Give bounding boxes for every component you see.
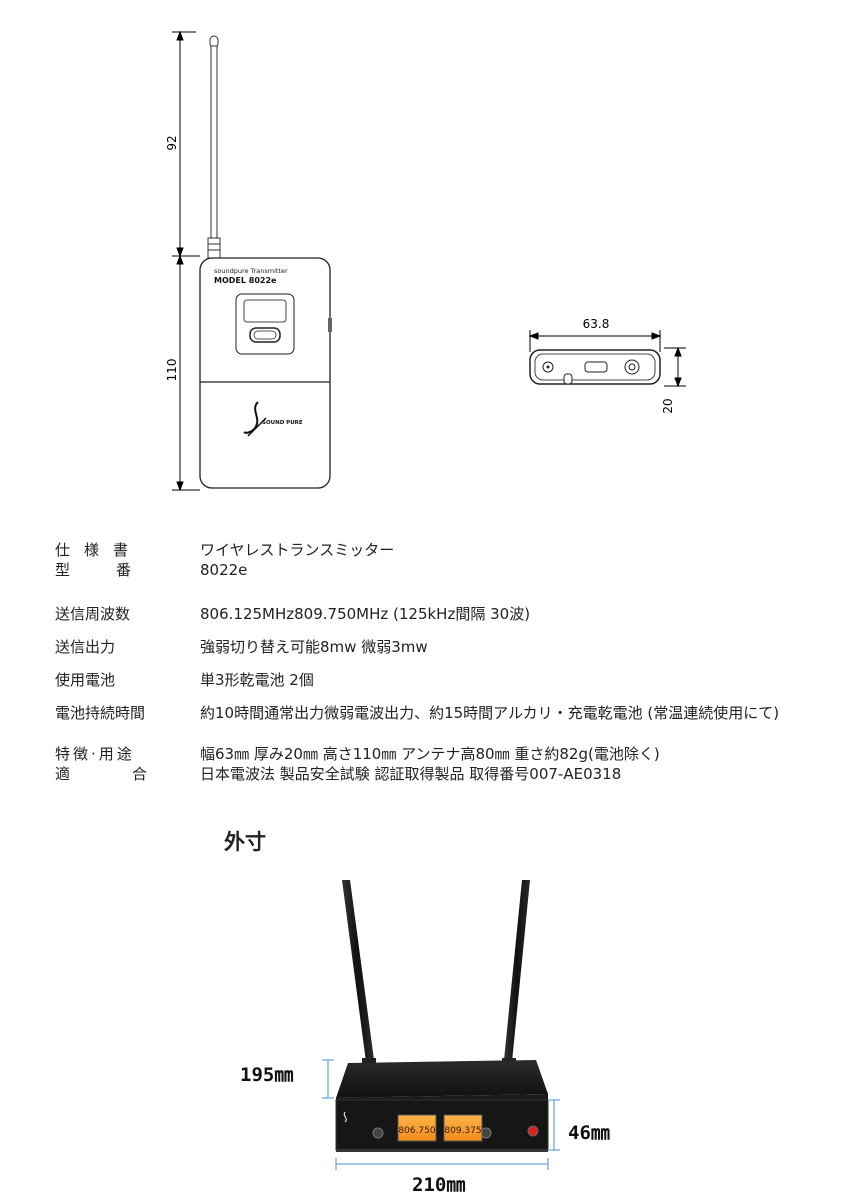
dim-antenna-height: 92 bbox=[165, 135, 179, 150]
depth-dimension-line bbox=[664, 346, 686, 388]
receiver-dim-depth: 195㎜ bbox=[240, 1064, 294, 1086]
height-dimension-line bbox=[172, 30, 200, 492]
receiver-dimension-lines bbox=[322, 1059, 560, 1170]
spec-title-value: ワイヤレストランスミッター bbox=[200, 541, 395, 559]
antenna bbox=[207, 35, 221, 259]
spec-value: 806.125MHz809.750MHz (125kHz間隔 30波) bbox=[200, 605, 531, 623]
spec-label: 使用電池 bbox=[55, 671, 116, 689]
dim-body-height: 110 bbox=[165, 359, 179, 382]
spec-compliance-label: 適合 bbox=[55, 765, 210, 783]
transmitter-brand-label: soundpure Transmitter bbox=[214, 267, 288, 275]
width-dimension-line bbox=[528, 330, 662, 352]
transmitter-drawing: 92 110 soundpure Transmitter MODEL 8022e… bbox=[165, 30, 686, 492]
spec-model-label: 型番 bbox=[55, 561, 178, 579]
spec-model-value: 8022e bbox=[200, 561, 248, 579]
section-title: 外寸 bbox=[224, 830, 266, 854]
spec-label: 送信出力 bbox=[55, 638, 116, 656]
logo-text: SOUND PURE bbox=[262, 420, 303, 426]
spec-value: 単3形乾電池 2個 bbox=[200, 671, 314, 689]
spec-value: 強弱切り替え可能8mw 微弱3mw bbox=[200, 638, 428, 656]
spec-feature-label: 特徴·用途 bbox=[55, 745, 135, 763]
display-channel-a: 806.750 bbox=[398, 1126, 435, 1136]
transmitter-model-label: MODEL 8022e bbox=[214, 276, 277, 285]
transmitter-body bbox=[199, 257, 332, 489]
transmitter-top-view bbox=[529, 349, 661, 385]
spec-value: 約10時間通常出力微弱電波出力、約15時間アルカリ・充電乾電池 (常温連続使用に… bbox=[200, 704, 780, 722]
dim-width: 63.8 bbox=[583, 317, 610, 331]
dim-depth: 20 bbox=[661, 398, 675, 413]
receiver-front-panel bbox=[343, 1111, 539, 1142]
spec-feature-value: 幅63㎜ 厚み20㎜ 高さ110㎜ アンテナ高80㎜ 重さ約82g(電池除く) bbox=[200, 745, 660, 763]
receiver-dim-width: 210㎜ bbox=[412, 1174, 466, 1196]
spec-compliance-value: 日本電波法 製品安全試験 認証取得製品 取得番号007-AE0318 bbox=[200, 765, 622, 783]
soundpure-logo bbox=[243, 401, 267, 437]
receiver-antennas bbox=[342, 880, 530, 1072]
spec-label: 電池持続時間 bbox=[55, 704, 146, 722]
spec-label: 送信周波数 bbox=[55, 605, 131, 623]
display-channel-b: 809.375 bbox=[444, 1126, 481, 1136]
spec-title-label: 仕様書 bbox=[55, 541, 143, 559]
receiver-body bbox=[335, 1060, 549, 1152]
receiver-image: 806.750 809.375 bbox=[322, 880, 560, 1170]
receiver-dim-height: 46㎜ bbox=[568, 1122, 610, 1144]
